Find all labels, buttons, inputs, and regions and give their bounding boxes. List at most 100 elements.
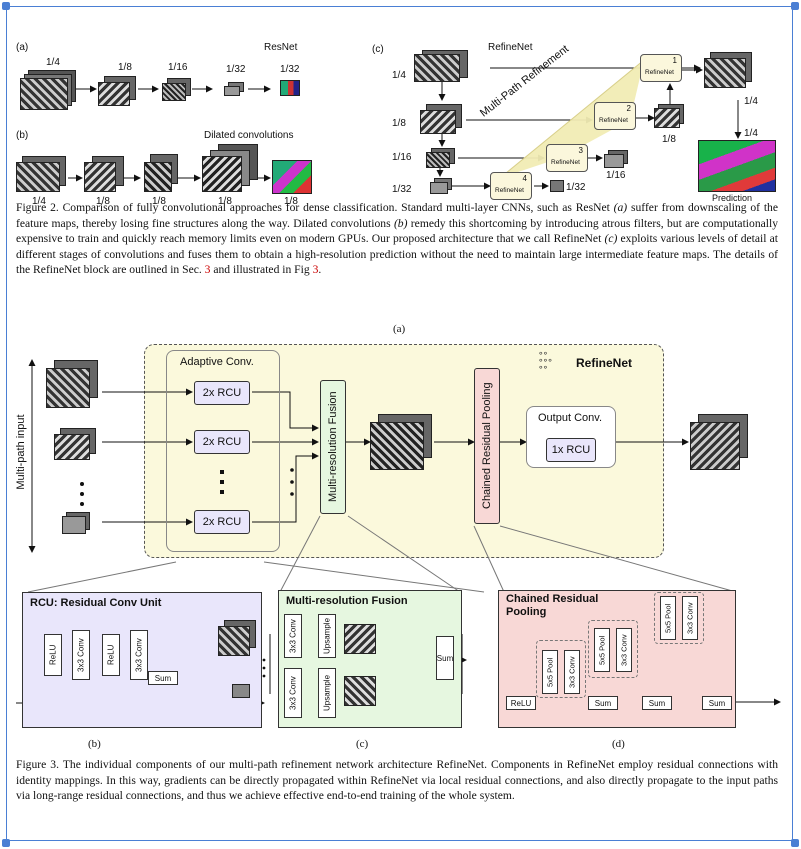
- multi-resolution-fusion-box: Multi-resolution Fusion: [320, 380, 346, 514]
- feature-map-c-out3: [604, 150, 628, 168]
- figure-3-caption: Figure 3. The individual components of o…: [16, 758, 778, 803]
- feature-map-c4: [430, 178, 452, 194]
- rcu-ellipsis: [220, 470, 224, 500]
- refinenet-block-1: 1 RefineNet: [640, 54, 682, 82]
- rcu-2x-box-2: 2x RCU: [194, 430, 250, 454]
- input-feature-3: [62, 512, 90, 534]
- feature-map-b1: [16, 156, 68, 192]
- mrf-sum-label: Sum: [436, 653, 454, 663]
- fig2-caption-part-4: exploits various levels of detail at dif…: [16, 232, 779, 277]
- figure-2-caption: Figure 2. Comparison of fully convolutio…: [16, 200, 778, 278]
- fig3-panel-a-label: (a): [393, 323, 406, 335]
- c-right-scale-5: 1/32: [566, 182, 586, 193]
- prediction-map-a: [280, 80, 300, 96]
- output-feature-map: [690, 414, 750, 470]
- block-label-3: RefineNet: [551, 159, 580, 166]
- c-right-scale-3: 1/8: [662, 134, 676, 145]
- a-scale-5: 1/32: [280, 64, 300, 75]
- mrf-input-2: [232, 684, 250, 698]
- multi-path-input-label: Multi-path input: [15, 414, 27, 490]
- b-scale-4: 1/8: [218, 196, 232, 207]
- fig2-caption-part-1: Figure 2. Comparison of fully convolutio…: [16, 201, 614, 214]
- feature-map-c2: [420, 104, 464, 134]
- mrf-upsampled-2: [344, 676, 376, 706]
- refinenet-block-3: 3 RefineNet: [546, 144, 588, 172]
- sec-3-link[interactable]: 3: [204, 263, 211, 277]
- image-frame: [6, 6, 793, 841]
- crp-stage-2: [588, 620, 638, 678]
- input-feature-2: [54, 428, 98, 460]
- crp-pool-2: 5x5 Pool: [594, 628, 610, 672]
- crp-stage-1: [536, 640, 586, 698]
- rcu-relu-2: ReLU: [102, 634, 120, 676]
- crp-conv-3-label: 3x3 Conv: [685, 602, 695, 634]
- fig2-caption-a: (a): [613, 201, 628, 214]
- rcu-2x-box-1: 2x RCU: [194, 381, 250, 405]
- crp-label: Chained Residual Pooling: [481, 382, 493, 510]
- a-scale-2: 1/8: [118, 62, 132, 73]
- a-scale-4: 1/32: [226, 64, 246, 75]
- crp-pool-3-label: 5x5 Pool: [663, 603, 673, 633]
- crp-conv-1-label: 3x3 Conv: [567, 656, 577, 688]
- crp-conv-3: 3x3 Conv: [682, 596, 698, 640]
- mrf-upsampled-1: [344, 624, 376, 654]
- resize-handle-bottom-left[interactable]: [2, 839, 10, 847]
- crp-conv-1: 3x3 Conv: [564, 650, 580, 694]
- mrf-upsample-2-label: Upsample: [322, 675, 332, 712]
- c-right-scale-2: 1/4: [744, 128, 758, 139]
- c-left-scale-1: 1/4: [392, 70, 406, 81]
- feature-map-c-out2: [654, 104, 684, 130]
- block-number-3: 3: [578, 146, 583, 155]
- block-number-2: 2: [626, 104, 631, 113]
- mrf-label: Multi-resolution Fusion: [327, 391, 339, 503]
- prediction-map-b: [272, 160, 312, 194]
- block-label-1: RefineNet: [645, 69, 674, 76]
- c-left-scale-2: 1/8: [392, 118, 406, 129]
- mrf-conv-1-label: 3x3 Conv: [288, 619, 298, 653]
- fig2-caption-part-3: remedy this shortcoming by introducing a…: [16, 216, 779, 246]
- b-scale-1: 1/4: [32, 196, 46, 207]
- mrf-conv-2: 3x3 Conv: [284, 668, 302, 718]
- mrf-upsample-1-label: Upsample: [322, 618, 332, 655]
- fig2-caption-end: .: [318, 263, 322, 277]
- feature-map-c1: [414, 50, 470, 82]
- crp-pool-2-label: 5x5 Pool: [597, 635, 607, 665]
- mrf-detail-panel: [278, 590, 462, 728]
- block-number-4: 4: [522, 174, 527, 183]
- adaptive-conv-group: [166, 350, 280, 552]
- rcu-conv-2-label: 3x3 Conv: [134, 638, 144, 672]
- crp-sum-1: Sum: [588, 696, 618, 710]
- crp-pool-3: 5x5 Pool: [660, 596, 676, 640]
- b-scale-5: 1/8: [284, 196, 298, 207]
- b-scale-2: 1/8: [96, 196, 110, 207]
- feature-map-a3: [162, 78, 192, 102]
- resize-handle-bottom-right[interactable]: [791, 839, 799, 847]
- adaptive-conv-label: Adaptive Conv.: [180, 356, 254, 368]
- rcu-conv-1-label: 3x3 Conv: [76, 638, 86, 672]
- rcu-1x-box: 1x RCU: [546, 438, 596, 462]
- fig-3-link[interactable]: 3: [312, 263, 319, 277]
- rcu-relu-1-label: ReLU: [48, 644, 58, 666]
- refinenet-title: RefineNet: [576, 356, 633, 370]
- crp-pool-1: 5x5 Pool: [542, 650, 558, 694]
- feature-map-c-out4: [550, 180, 564, 192]
- rcu-relu-1: ReLU: [44, 634, 62, 676]
- fig2-caption-part-5: and illustrated in Fig: [210, 263, 313, 277]
- crp-stage-3: [654, 592, 704, 644]
- chained-residual-pooling-box: Chained Residual Pooling: [474, 368, 500, 524]
- resize-handle-top-left[interactable]: [2, 2, 10, 10]
- fig2-panel-a-label: (a): [16, 42, 29, 53]
- mrf-upsample-1: Upsample: [318, 614, 336, 658]
- c-left-scale-4: 1/32: [392, 184, 412, 195]
- feature-map-a1: [20, 70, 78, 110]
- mrf-input-1: [218, 620, 258, 656]
- prediction-label: Prediction: [712, 193, 753, 203]
- fused-feature-map: [370, 414, 434, 470]
- fig2-caption-c: (c): [604, 232, 618, 246]
- block-number-1: 1: [672, 56, 677, 65]
- rcu-2x-box-3: 2x RCU: [194, 510, 250, 534]
- rcu-title: RCU: Residual Conv Unit: [30, 597, 162, 609]
- block-label-4: RefineNet: [495, 187, 524, 194]
- resize-handle-top-right[interactable]: [791, 2, 799, 10]
